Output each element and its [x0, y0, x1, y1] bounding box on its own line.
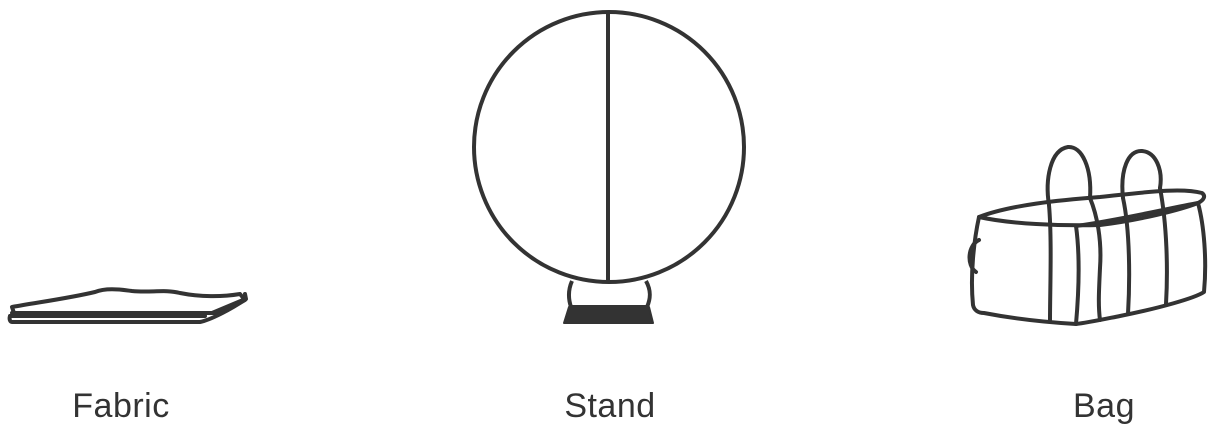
duffel-bag-icon: [970, 147, 1206, 324]
folded-fabric-icon: [10, 289, 246, 322]
stand-base-foot: [564, 307, 653, 323]
stand-base-bracket: [569, 281, 650, 307]
round-stand-icon: [474, 12, 744, 323]
stand-label: Stand: [510, 384, 710, 428]
bag-label: Bag: [1004, 384, 1204, 428]
fabric-label: Fabric: [21, 384, 221, 428]
